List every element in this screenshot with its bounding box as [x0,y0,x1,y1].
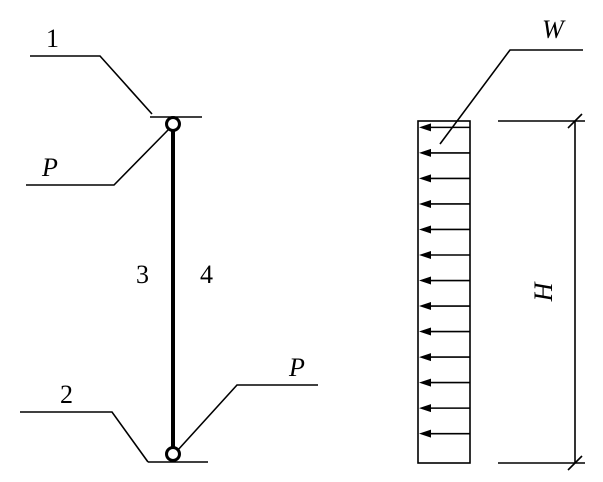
wind-load-leader [439,49,583,145]
callout-1-leader [30,55,153,115]
wind-load-figure: W H [417,15,585,471]
callout-2-label: 2 [60,380,73,409]
load-p-top-leader [26,127,171,186]
wind-arrow-head-icon [419,225,431,234]
wind-arrow-head-icon [419,148,431,157]
wind-arrow-head-icon [419,429,431,438]
bottom-hinge-icon [165,446,181,462]
wind-arrow-head-icon [419,327,431,336]
dimension-bottom-tick-icon [567,455,583,471]
callout-3-label: 3 [136,260,149,289]
wind-arrows [419,123,470,438]
wind-load-label: W [542,15,566,44]
wind-arrow-head-icon [419,174,431,183]
callout-2-leader [20,411,149,463]
load-p-bottom-label: P [288,353,305,382]
load-p-bottom-leader [176,384,318,452]
top-hinge-icon [165,116,181,132]
wind-arrow-head-icon [419,250,431,259]
wind-arrow-head-icon [419,276,431,285]
callout-1-label: 1 [46,24,59,53]
wind-arrow-head-icon [419,404,431,413]
wind-arrow-head-icon [419,378,431,387]
load-p-top-label: P [41,153,58,182]
wind-arrow-head-icon [419,302,431,311]
dimension-top-tick-icon [567,113,583,129]
wind-arrow-head-icon [419,199,431,208]
wind-arrow-head-icon [419,123,431,132]
column-figure: 1 P 3 4 2 P [20,24,318,463]
wind-load-block [417,120,471,464]
wind-arrow-head-icon [419,353,431,362]
height-label: H [529,281,558,302]
callout-4-label: 4 [200,260,213,289]
